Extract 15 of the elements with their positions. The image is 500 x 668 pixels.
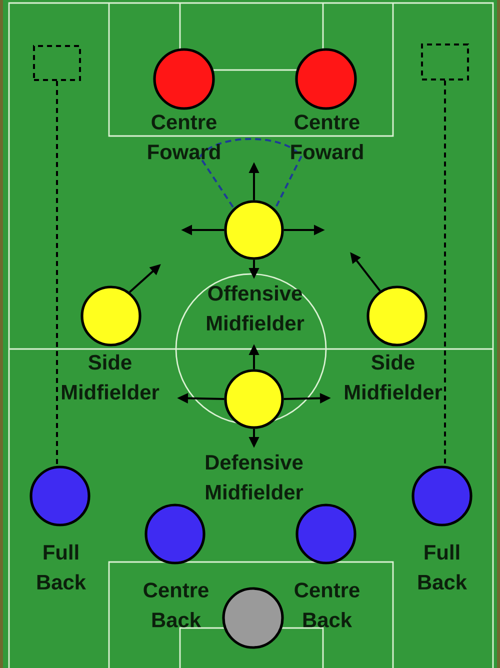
position-label: Full Back <box>37 544 86 590</box>
position-label: Centre Back <box>294 582 360 628</box>
position-label: Offensive Midfielder <box>207 285 304 331</box>
position-label: Side Midfielder <box>345 354 442 400</box>
position-label: Full Back <box>418 544 468 590</box>
position-label: Centre Back <box>144 582 208 628</box>
position-label: Centre Foward <box>148 114 220 160</box>
position-label: Side Midfielder <box>62 354 160 400</box>
dashed-box <box>421 44 469 80</box>
player-circle <box>222 587 284 649</box>
dashed-line <box>56 81 58 466</box>
position-label: Defensive Midfielder <box>206 454 304 500</box>
dashed-line <box>444 80 446 466</box>
position-label: Centre Foward <box>291 114 363 160</box>
dashed-box <box>33 45 81 81</box>
